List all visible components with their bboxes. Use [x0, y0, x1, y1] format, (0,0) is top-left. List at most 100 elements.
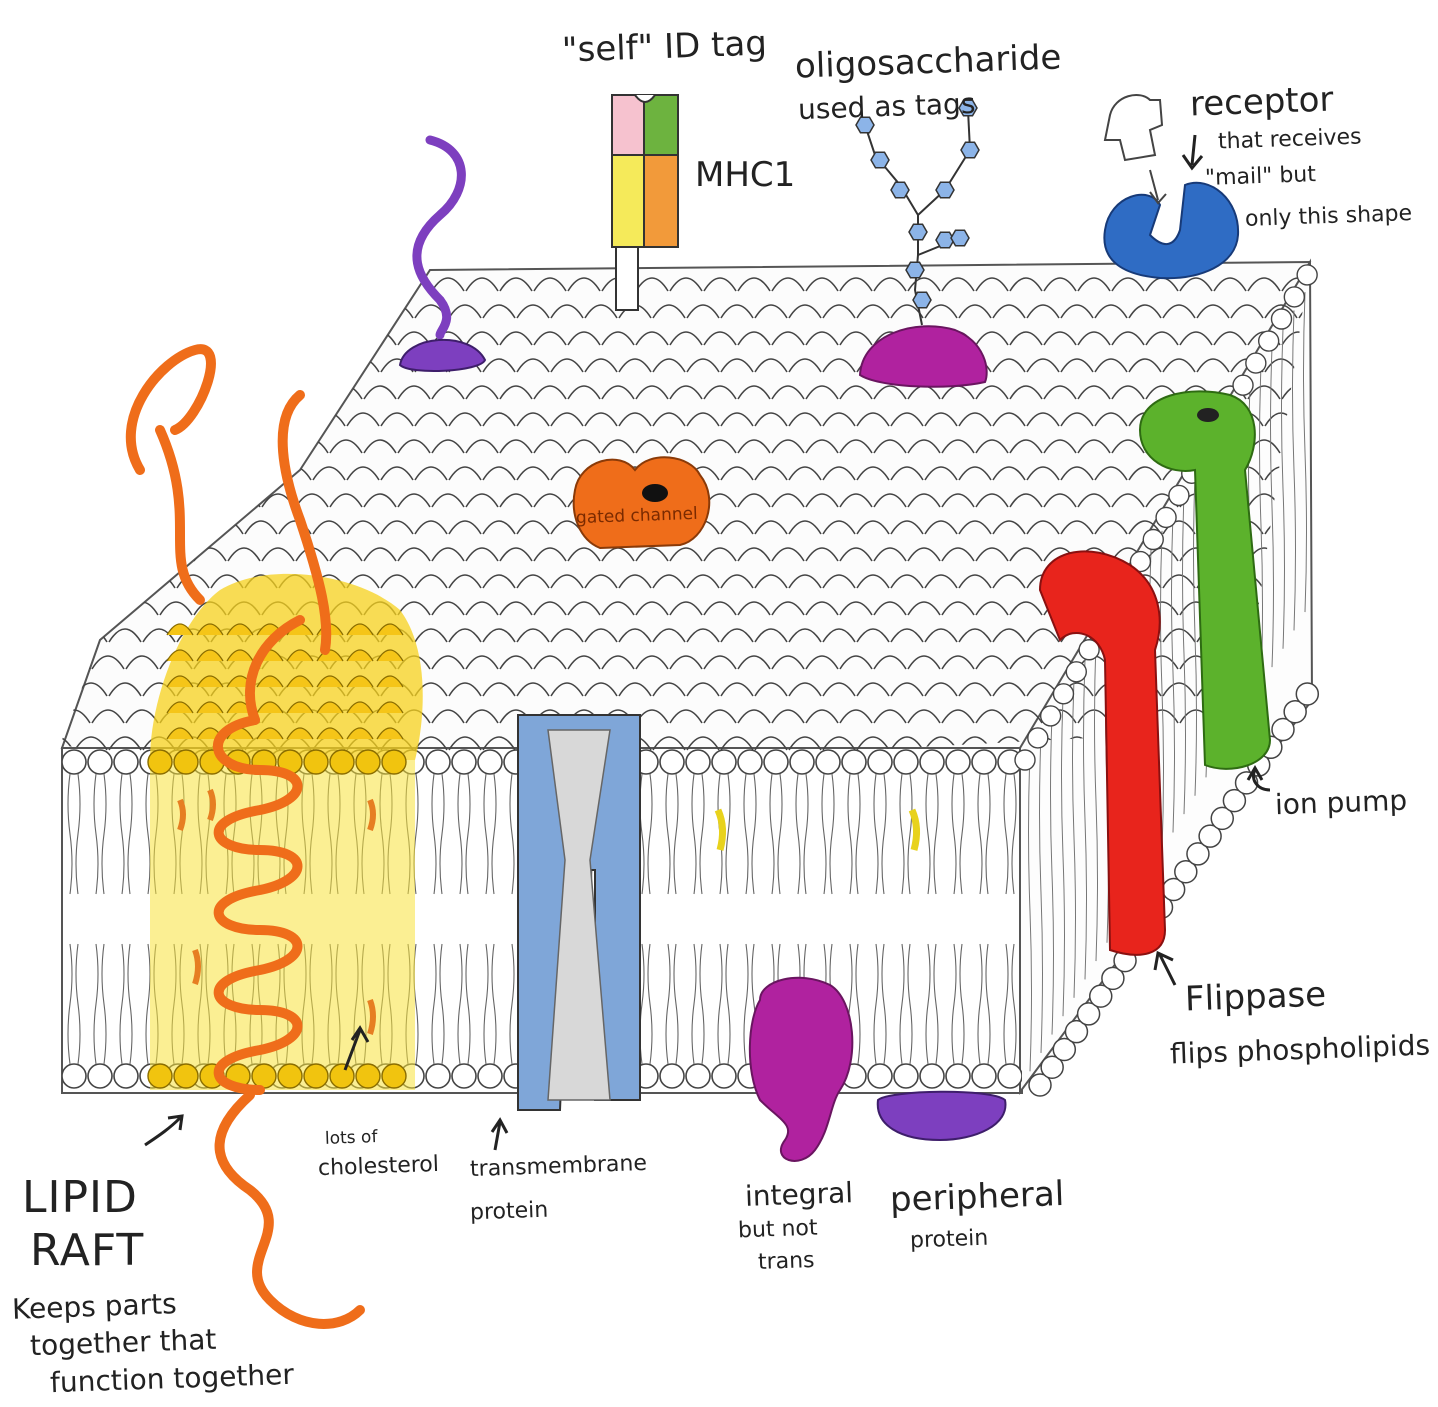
- sugar-ring: [936, 182, 954, 198]
- integral-protein-label-line-1: integral: [745, 1178, 854, 1211]
- phospholipid-head: [764, 750, 788, 774]
- integral-protein: [750, 978, 852, 1161]
- phospholipid-head: [245, 359, 277, 372]
- phospholipid-head: [92, 548, 124, 561]
- phospholipid-head: [998, 1064, 1022, 1088]
- phospholipid-head: [92, 494, 124, 507]
- phospholipid-head: [160, 332, 192, 345]
- self-id-tag-label: "self" ID tag: [561, 26, 767, 69]
- gated-channel-protein: [574, 457, 710, 548]
- phospholipid-head: [1169, 485, 1189, 505]
- phospholipid-head: [24, 710, 56, 723]
- phospholipid-head: [738, 750, 762, 774]
- phospholipid-head: [920, 1064, 944, 1088]
- lipid-raft-title-line-1: LIPID: [22, 1175, 138, 1221]
- phospholipid-head: [1041, 706, 1061, 726]
- phospholipid-head: [1233, 375, 1253, 395]
- phospholipid-head: [109, 305, 141, 318]
- phospholipid-head: [62, 750, 86, 774]
- sugar-ring: [906, 262, 924, 278]
- raft-lipid-head: [382, 750, 406, 774]
- phospholipid-head: [1015, 750, 1035, 770]
- phospholipid-head: [972, 750, 996, 774]
- phospholipid-head: [24, 656, 56, 669]
- phospholipid-head: [245, 467, 277, 480]
- phospholipid-head: [143, 521, 175, 534]
- phospholipid-head: [177, 467, 209, 480]
- phospholipid-head: [228, 494, 260, 507]
- phospholipid-head: [478, 1064, 502, 1088]
- phospholipid-head: [1156, 507, 1176, 527]
- phospholipid-head: [211, 413, 243, 426]
- phospholipid-head: [868, 1064, 892, 1088]
- phospholipid-head: [660, 750, 684, 774]
- phospholipid-head: [92, 386, 124, 399]
- phospholipid-head: [426, 1064, 450, 1088]
- sugar-ring: [913, 292, 931, 308]
- cholesterol-mark: [370, 1000, 373, 1034]
- phospholipid-head: [41, 629, 73, 642]
- phospholipid-head: [143, 413, 175, 426]
- peripheral-protein-label-line-2: protein: [910, 1227, 989, 1253]
- phospholipid-head: [452, 750, 476, 774]
- phospholipid-head: [1143, 530, 1163, 550]
- phospholipid-head: [972, 1064, 996, 1088]
- phospholipid-head: [1053, 684, 1073, 704]
- phospholipid-head: [790, 750, 814, 774]
- phospholipid-head: [143, 305, 175, 318]
- cholesterol-mark: [180, 800, 183, 830]
- phospholipid-head: [194, 278, 226, 291]
- phospholipid-head: [313, 359, 345, 372]
- phospholipid-head: [194, 494, 226, 507]
- phospholipid-head: [279, 359, 311, 372]
- receptor-note-line-3: only this shape: [1245, 202, 1413, 231]
- ion-pump-opening: [1197, 408, 1219, 422]
- lipid-raft-note-line-3: function together: [50, 1360, 295, 1398]
- mhc1-label: MHC1: [695, 158, 795, 194]
- phospholipid-head: [58, 656, 90, 669]
- phospholipid-head: [894, 1064, 918, 1088]
- ion-pump-label: ion pump: [1275, 786, 1408, 820]
- phospholipid-head: [330, 278, 362, 291]
- phospholipid-head: [109, 521, 141, 534]
- phospholipid-head: [24, 494, 56, 507]
- phospholipid-head: [58, 386, 90, 399]
- phospholipid-head: [452, 1064, 476, 1088]
- phospholipid-head: [279, 305, 311, 318]
- phospholipid-head: [126, 332, 158, 345]
- phospholipid-head: [712, 750, 736, 774]
- phospholipid-head: [946, 750, 970, 774]
- phospholipid-head: [41, 413, 73, 426]
- phospholipid-head: [92, 278, 124, 291]
- phospholipid-head: [1259, 331, 1279, 351]
- sugar-ring: [891, 182, 909, 198]
- phospholipid-head: [1246, 353, 1266, 373]
- phospholipid-head: [842, 750, 866, 774]
- raft-lipid-head: [174, 750, 198, 774]
- phospholipid-head: [262, 332, 294, 345]
- phospholipid-head: [58, 278, 90, 291]
- peripheral-protein-bottom: [878, 1092, 1006, 1140]
- phospholipid-head: [426, 750, 450, 774]
- phospholipid-head: [62, 1064, 86, 1088]
- phospholipid-head: [126, 278, 158, 291]
- phospholipid-head: [194, 440, 226, 453]
- phospholipid-head: [88, 1064, 112, 1088]
- phospholipid-head: [41, 521, 73, 534]
- phospholipid-head: [75, 413, 107, 426]
- phospholipid-head: [58, 332, 90, 345]
- phospholipid-head: [75, 521, 107, 534]
- phospholipid-head: [58, 440, 90, 453]
- phospholipid-head: [41, 575, 73, 588]
- phospholipid-head: [58, 548, 90, 561]
- phospholipid-head: [211, 467, 243, 480]
- phospholipid-head: [75, 305, 107, 318]
- phospholipid-head: [816, 750, 840, 774]
- phospholipid-head: [92, 602, 124, 615]
- phospholipid-head: [58, 602, 90, 615]
- phospholipid-head: [686, 750, 710, 774]
- cholesterol-mark: [370, 800, 373, 830]
- phospholipid-head: [109, 359, 141, 372]
- phospholipid-head: [894, 750, 918, 774]
- oligosaccharide-label: oligosaccharide: [794, 40, 1061, 85]
